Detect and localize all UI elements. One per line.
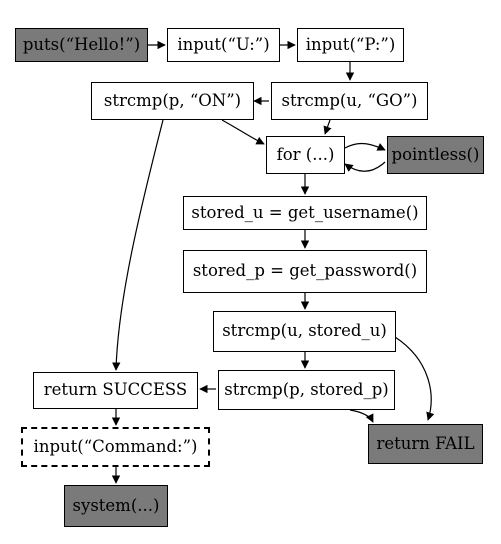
edge-pointless-to-for: [344, 161, 386, 172]
edge-strcmp-p-on-to-for: [221, 119, 265, 145]
edge-strcmp-u-stored-to-return-fail: [394, 336, 435, 421]
node-system: system(...): [64, 485, 168, 527]
node-input-u: input(“U:”): [167, 28, 280, 62]
node-strcmp-p-stored: strcmp(p, stored_p): [218, 370, 395, 410]
node-return-fail: return FAIL: [368, 424, 483, 464]
edge-strcmp-p-stored-to-return-fail: [349, 409, 374, 423]
node-for-loop: for (...): [266, 136, 345, 174]
edge-for-to-pointless: [344, 142, 386, 151]
node-stored-u: stored_u = get_username(): [183, 196, 427, 230]
node-input-p: input(“P:”): [297, 28, 404, 62]
edge-strcmp-u-go-to-for: [323, 119, 332, 135]
node-input-command: input(“Command:”): [21, 427, 210, 467]
edge-strcmp-p-on-to-return-success: [112, 119, 164, 371]
node-strcmp-u-stored: strcmp(u, stored_u): [213, 311, 396, 352]
node-stored-p: stored_p = get_password(): [183, 250, 427, 293]
node-pointless: pointless(): [387, 136, 484, 174]
node-strcmp-u-go: strcmp(u, “GO”): [271, 82, 428, 120]
node-puts-hello: puts(“Hello!”): [15, 28, 148, 62]
node-return-success: return SUCCESS: [33, 372, 198, 409]
node-strcmp-p-on: strcmp(p, “ON”): [91, 82, 254, 120]
